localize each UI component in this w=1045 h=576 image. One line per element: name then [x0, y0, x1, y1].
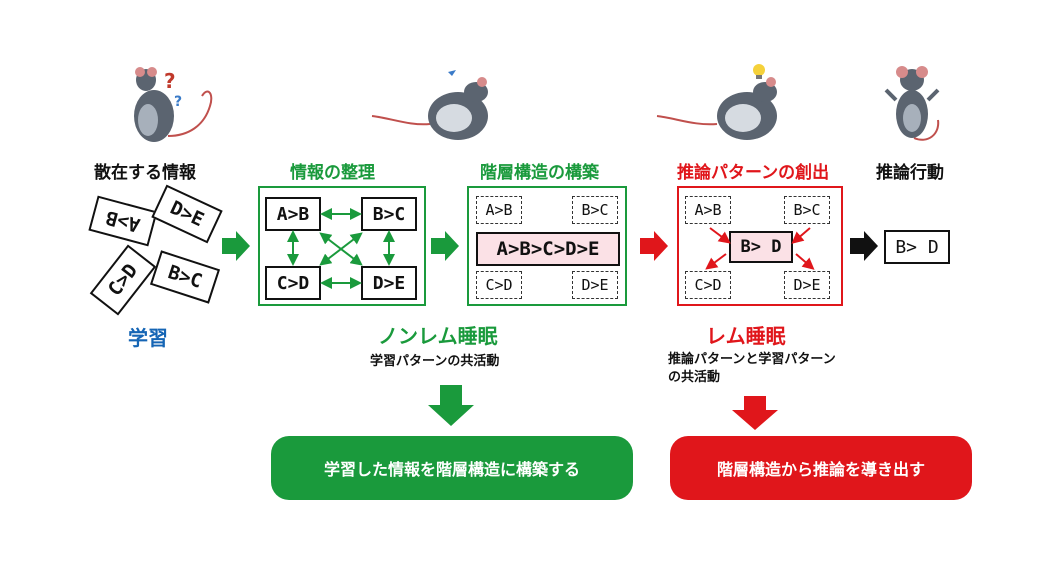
stage-title-organize: 情報の整理: [290, 163, 375, 183]
rem-subtext-line1: 推論パターンと学習パターン: [668, 352, 836, 367]
build-card-bc: B>C: [572, 196, 618, 224]
stage-title-build: 階層構造の構築: [480, 163, 599, 183]
arrow-down-red: [732, 396, 778, 430]
stage-title-create: 推論パターンの創出: [677, 163, 830, 183]
build-card-cd: C>D: [476, 271, 522, 299]
confused-rat-icon: ? ?: [134, 67, 213, 142]
lightbulb-icon: [753, 64, 765, 79]
organize-card-cd: C>D: [265, 266, 321, 300]
question-mark-icon: ?: [164, 69, 176, 93]
result-infer-banner: 階層構造から推論を導き出す: [670, 436, 972, 500]
scattered-card-ab: A>B: [88, 195, 158, 247]
arrow-down-green: [428, 385, 474, 426]
organize-box: [258, 186, 426, 306]
rem-subtext-line2: の共活動: [668, 370, 721, 385]
organize-card-ab: A>B: [265, 197, 321, 231]
sleeping-rat-icon: [371, 70, 488, 140]
scattered-card-cd: C>D: [89, 244, 157, 316]
nonrem-subtext: 学習パターンの共活動: [370, 354, 500, 369]
arrow-right-red: [640, 231, 668, 261]
create-card-bc: B>C: [784, 196, 830, 224]
stage-title-action: 推論行動: [876, 163, 944, 183]
nonrem-label: ノンレム睡眠: [378, 324, 498, 348]
action-card: B> D: [884, 230, 950, 264]
build-chain-card: A>B>C>D>E: [476, 232, 620, 266]
arrow-right-green-1: [222, 231, 250, 261]
scattered-card-de: D>E: [151, 184, 223, 244]
stage-title-scattered: 散在する情報: [94, 163, 196, 183]
build-box: [467, 186, 627, 306]
create-inferred-card: B> D: [729, 231, 793, 263]
arrow-right-black: [850, 231, 878, 261]
scattered-card-bc: B>C: [149, 250, 221, 304]
dreaming-rat-icon: [656, 64, 777, 140]
create-card-de: D>E: [784, 271, 830, 299]
svg-text:?: ?: [174, 94, 182, 110]
organize-card-de: D>E: [361, 266, 417, 300]
build-card-ab: A>B: [476, 196, 522, 224]
acting-rat-icon: [884, 66, 940, 141]
create-card-cd: C>D: [685, 271, 731, 299]
organize-card-bc: B>C: [361, 197, 417, 231]
create-card-ab: A>B: [685, 196, 731, 224]
create-box: [677, 186, 843, 306]
build-card-de: D>E: [572, 271, 618, 299]
result-build-banner: 学習した情報を階層構造に構築する: [271, 436, 633, 500]
rem-label: レム睡眠: [706, 324, 786, 348]
arrow-right-green-2: [431, 231, 459, 261]
learning-label: 学習: [128, 326, 168, 350]
